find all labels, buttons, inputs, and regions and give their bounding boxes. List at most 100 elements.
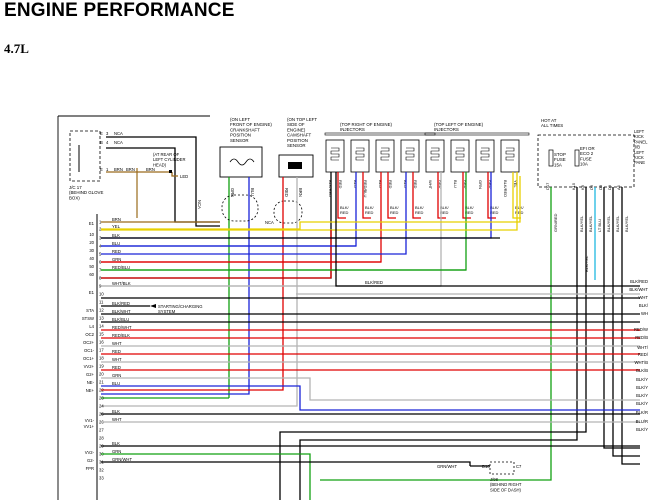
injector-coil-icon [380, 147, 390, 161]
injector-coil-icon [505, 147, 515, 161]
hot-at-label: ALL TIMES [541, 123, 563, 128]
nca-label: NCA [197, 200, 202, 209]
wht-wire-3 [101, 377, 640, 401]
cmp-red [101, 177, 284, 391]
fuse-vertical-label: BLK/YEL [584, 255, 589, 272]
ecm-wire-label: BLK/BLU [112, 317, 129, 322]
ecm-wire-label: RED [112, 249, 121, 254]
blk-red-long [335, 172, 640, 287]
ecm-wire-label: GRN [112, 257, 121, 262]
injector-power [512, 172, 521, 219]
right-wire-label: WHT/ [637, 345, 649, 350]
ecm-signal: 40 [89, 256, 94, 261]
injector-lower: BLK/ [365, 205, 375, 210]
injector-coil-icon [455, 147, 465, 161]
ecm-signal: NE- [87, 380, 95, 385]
brn-wire-led [171, 172, 178, 177]
ecm-pin-num: 24 [99, 404, 104, 409]
left-kick-label: LEFT [634, 150, 645, 155]
injector-coil-icon [430, 147, 440, 161]
fuse-wire: BLK/YEL [624, 215, 629, 232]
efi-fuse-label: ECO 2 [580, 151, 594, 156]
injector-lower: BLK/ [415, 205, 425, 210]
ecm-pin-num: 27 [99, 428, 104, 433]
injector-lower: RED [490, 210, 499, 215]
ecm-pin-num: 5 [99, 252, 102, 257]
cmp-shield [273, 200, 303, 224]
jc17-pin: E [100, 167, 103, 172]
ecm-pin-num: 4 [99, 244, 102, 249]
injector-box [325, 139, 345, 173]
ckp-blu [101, 177, 250, 395]
j98-label: (BEHIND RIGHT [490, 482, 522, 487]
ecm-pin-num: 7 [99, 268, 102, 273]
ecm-pin-num: 18 [99, 356, 104, 361]
ecm-wire-label: BLU [112, 241, 120, 246]
starting-system-label: STARTING/CHARGING [158, 304, 203, 309]
fuse-wire: BLK/YEL [615, 215, 620, 232]
fuse-pin: K8 [580, 184, 585, 190]
injector-power [412, 172, 421, 219]
ecm-pin-num: 21 [99, 380, 104, 385]
injector-lower: BLK/ [490, 205, 500, 210]
ecm-signal: VV1+ [84, 424, 95, 429]
left-kick-label: KICK [634, 155, 644, 160]
injector-lower: BLK/ [465, 205, 475, 210]
ecm-wire-label: YEL [112, 224, 121, 229]
ecm-wire-label: BLK [112, 441, 120, 446]
injector-signal [101, 172, 407, 255]
arrow-icon [150, 304, 156, 308]
ecm-pin-num: 10 [99, 292, 104, 297]
stop-fuse-label: 15A [554, 162, 562, 167]
blu-wire-2 [101, 385, 640, 411]
cmp-brn [101, 177, 298, 407]
ecm-pin-num: 22 [99, 388, 104, 393]
stop-fuse-icon [548, 149, 554, 167]
injector-wire: YEL [513, 180, 518, 188]
jc17-wire: NCA [114, 140, 123, 145]
ckp-sensor-box [219, 146, 263, 178]
injector-power [362, 172, 371, 219]
injector-signal [101, 172, 518, 231]
injector-wire: BLK/RED [503, 180, 508, 197]
page-title: ENGINE PERFORMANCE [4, 0, 235, 21]
ecm-signal: 60 [89, 272, 94, 277]
injector-wire: WHT [428, 180, 433, 190]
cmp-wire: RED [284, 188, 289, 197]
right-injectors-bracket [324, 132, 436, 136]
ecm-wire-label: RED [112, 349, 121, 354]
ecm-pin-num: 2 [99, 227, 102, 232]
ecm-signal: NE+ [86, 388, 95, 393]
fuse-blk-2 [279, 187, 587, 500]
ecm-wire-label: GRN/WHT [112, 457, 132, 462]
injector-lower: RED [340, 210, 349, 215]
ckp-coil-icon [229, 158, 255, 166]
cmp-sensor-label: SENSOR [287, 143, 306, 148]
right-wire-label: BLK/Y [636, 401, 648, 406]
injector-lower: BLK/ [390, 205, 400, 210]
injector-lower: RED [365, 210, 374, 215]
jc17-label: BOX) [69, 195, 80, 200]
page-subtitle: 4.7L [4, 41, 29, 56]
injector-box [400, 139, 420, 173]
ecm-pin-num: 32 [99, 468, 104, 473]
efi-fuse-label: EFI OR [580, 146, 595, 151]
injector-wire: GRN [478, 180, 483, 189]
injector-box [500, 139, 520, 173]
ckp-shield [221, 194, 259, 222]
injector-power [387, 172, 396, 219]
efi-fuse-label: 10A [580, 162, 588, 167]
ecm-signal: OC1- [84, 348, 95, 353]
grn-wht-wire [101, 461, 471, 466]
cmp-sensor-label: CAMSHAFT [287, 133, 311, 138]
fuse-wire: BLK/YEL [579, 215, 584, 232]
injector-box [350, 139, 370, 173]
jc17-num: 3 [106, 131, 109, 136]
ecm-wire-label: RED [112, 365, 121, 370]
ecm-signal: VV1- [85, 418, 95, 423]
ecm-wire-label: BLK/RED [112, 301, 130, 306]
jc17-wire: NCA [114, 131, 123, 136]
right-wire-label: BLK/WHT [629, 287, 648, 292]
ecm-signal: G2- [87, 458, 95, 463]
